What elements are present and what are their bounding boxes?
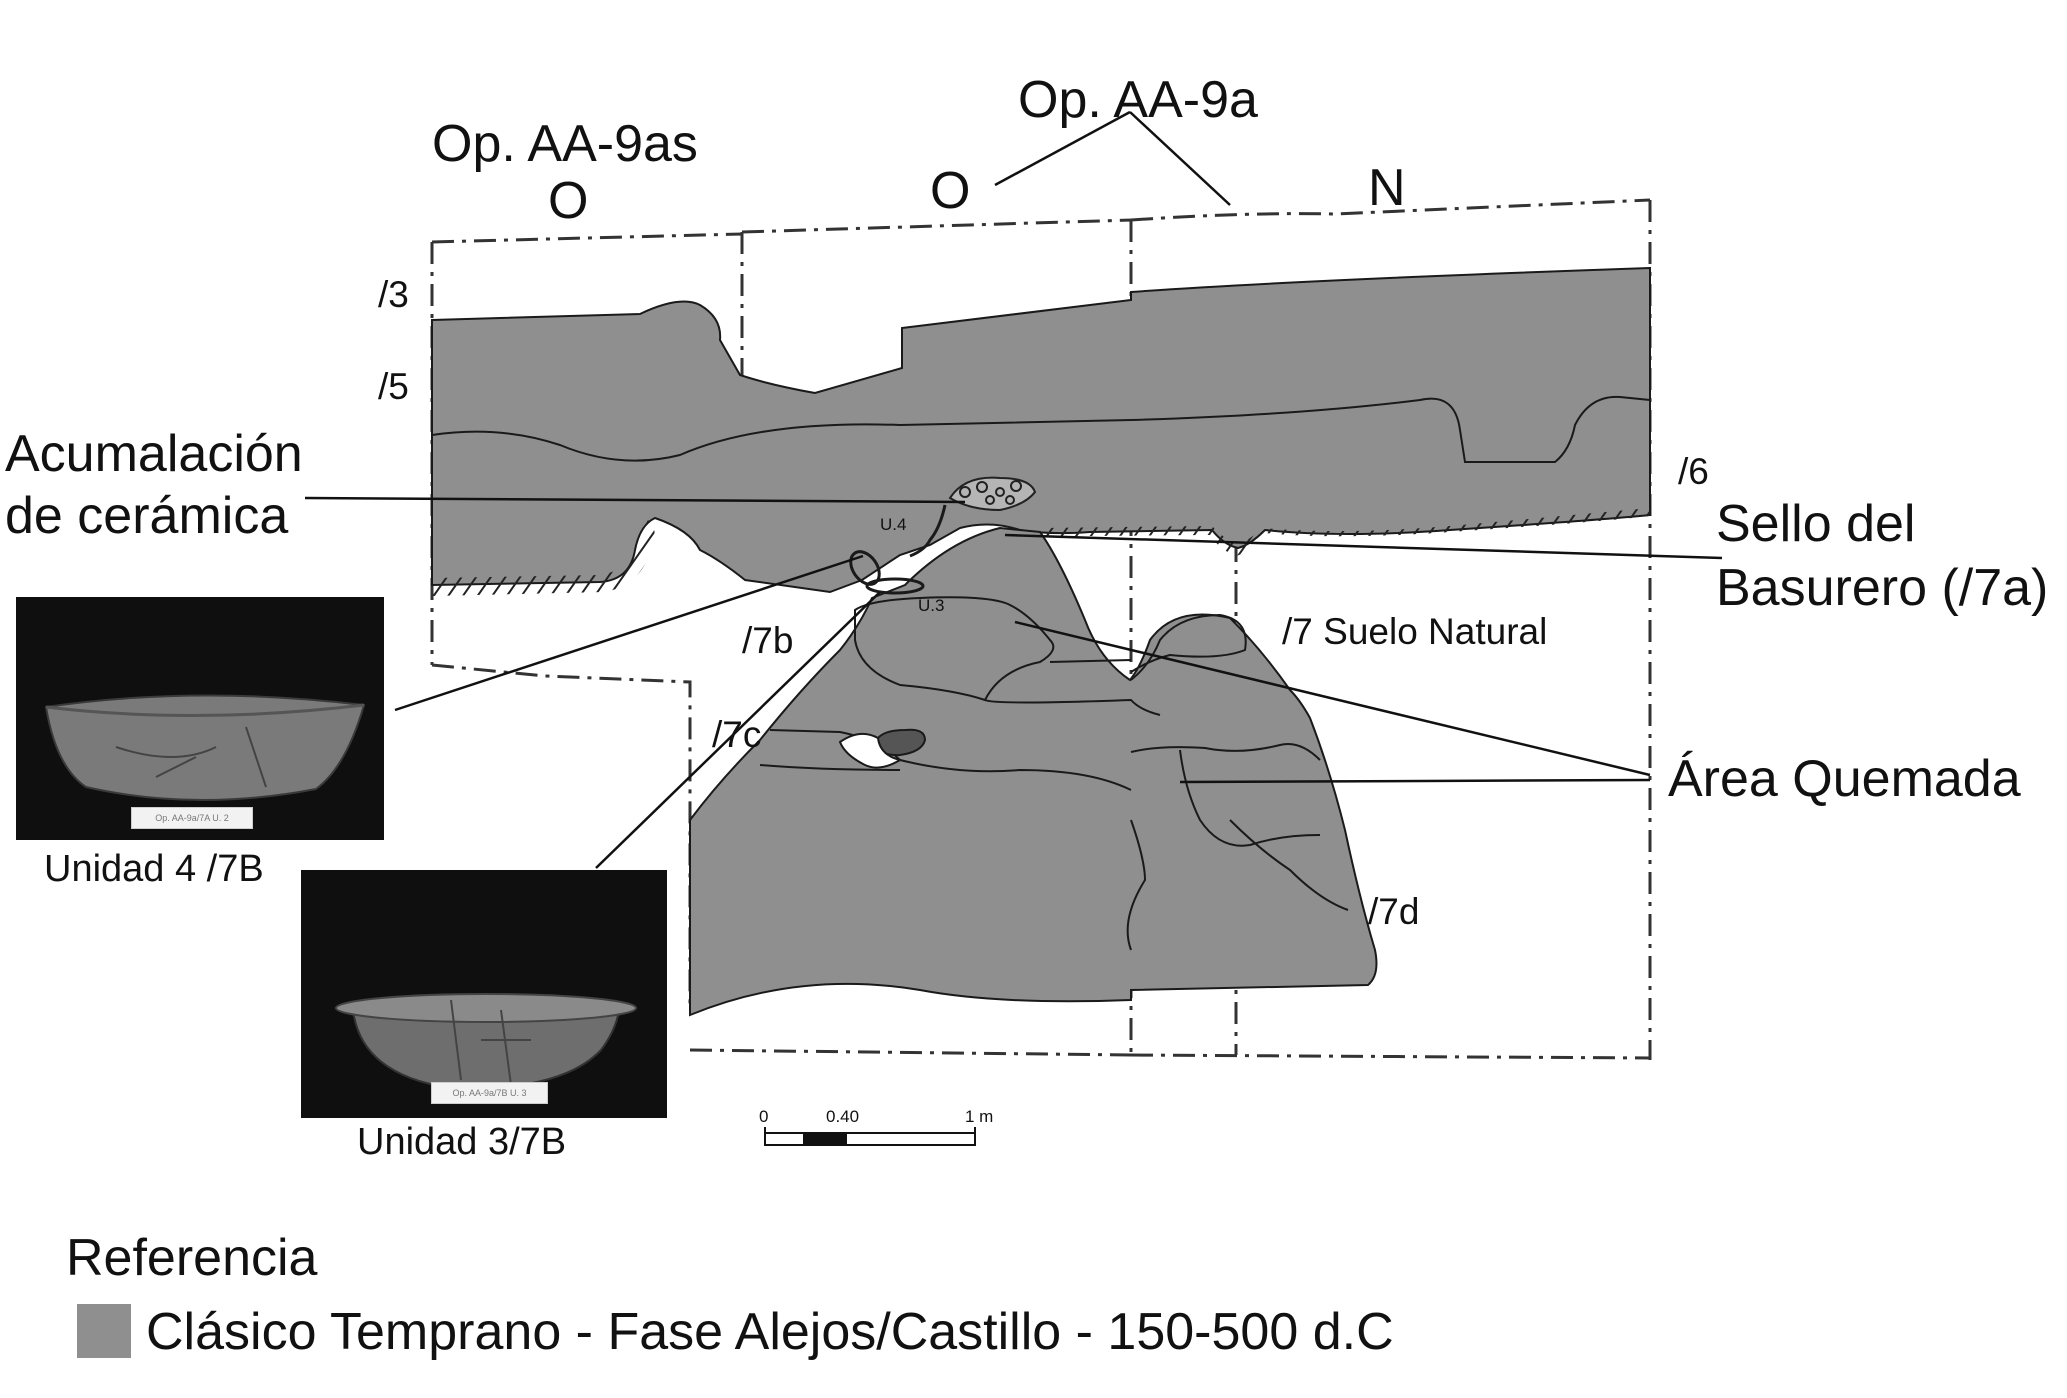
op-aa9a-label: Op. AA-9a [1018,71,1258,129]
acumulacion-label-line2: de cerámica [5,487,289,545]
bowl-unit-3-icon [335,993,637,1090]
legend-title: Referencia [66,1229,318,1287]
photo-unidad-3-tag: Op. AA-9a/7B U. 3 [431,1082,548,1104]
scale-tick-0: 0 [759,1107,769,1126]
legend-swatch [77,1304,131,1358]
acumulacion-label-line1: Acumalación [5,425,303,483]
layer-7c-label: /7c [712,714,762,755]
lower-strata-fill [689,526,1378,1017]
scale-tick-1m: 1 m [965,1107,994,1126]
op-aa9a-direction-o: O [930,162,971,220]
legend-item-label: Clásico Temprano - Fase Alejos/Castillo … [146,1303,1394,1361]
photo-unidad-3: Op. AA-9a/7B U. 3 [301,870,667,1118]
lower-strata-internal-lines [759,596,1349,951]
stratum-line-5 [431,395,1651,463]
layer-6-label: /6 [1678,451,1709,492]
hatched-seal [432,508,1650,596]
layer-7b-label: /7b [742,620,794,661]
white-cutout [838,732,903,769]
scale-tick-040: 0.40 [826,1107,860,1126]
op-aa9as-direction: O [548,172,589,230]
photo-unidad-3-caption: Unidad 3/7B [357,1121,567,1163]
bowl-unit-4-icon [44,694,366,801]
photo-unidad-4-caption: Unidad 4 /7B [44,848,264,890]
sello-label-line1: Sello del [1716,495,1916,553]
leader-lines [304,110,1723,869]
suelo-natural-label: /7 Suelo Natural [1282,611,1548,652]
vessel-unit-4-icon [849,550,881,586]
layer-7d-label: /7d [1368,891,1420,932]
seal-lens [909,504,947,558]
photo-unidad-4: Op. AA-9a/7A U. 2 [16,597,384,840]
ceramic-accumulation-cluster [948,476,1037,512]
unit-3-label: U.3 [918,596,945,615]
area-quemada-label: Área Quemada [1668,750,2021,808]
sello-label-line2: Basurero (/7a) [1716,559,2049,617]
layer-5-label: /5 [378,366,409,407]
vessel-unit-3-icon [865,577,925,595]
unit-4-label: U.4 [880,515,907,534]
op-aa9a-direction-n: N [1368,159,1406,217]
photo-unidad-4-tag: Op. AA-9a/7A U. 2 [131,807,253,829]
scale-bar [764,1127,976,1146]
layer-3-label: /3 [378,274,409,315]
op-aa9as-label: Op. AA-9as [432,115,698,173]
